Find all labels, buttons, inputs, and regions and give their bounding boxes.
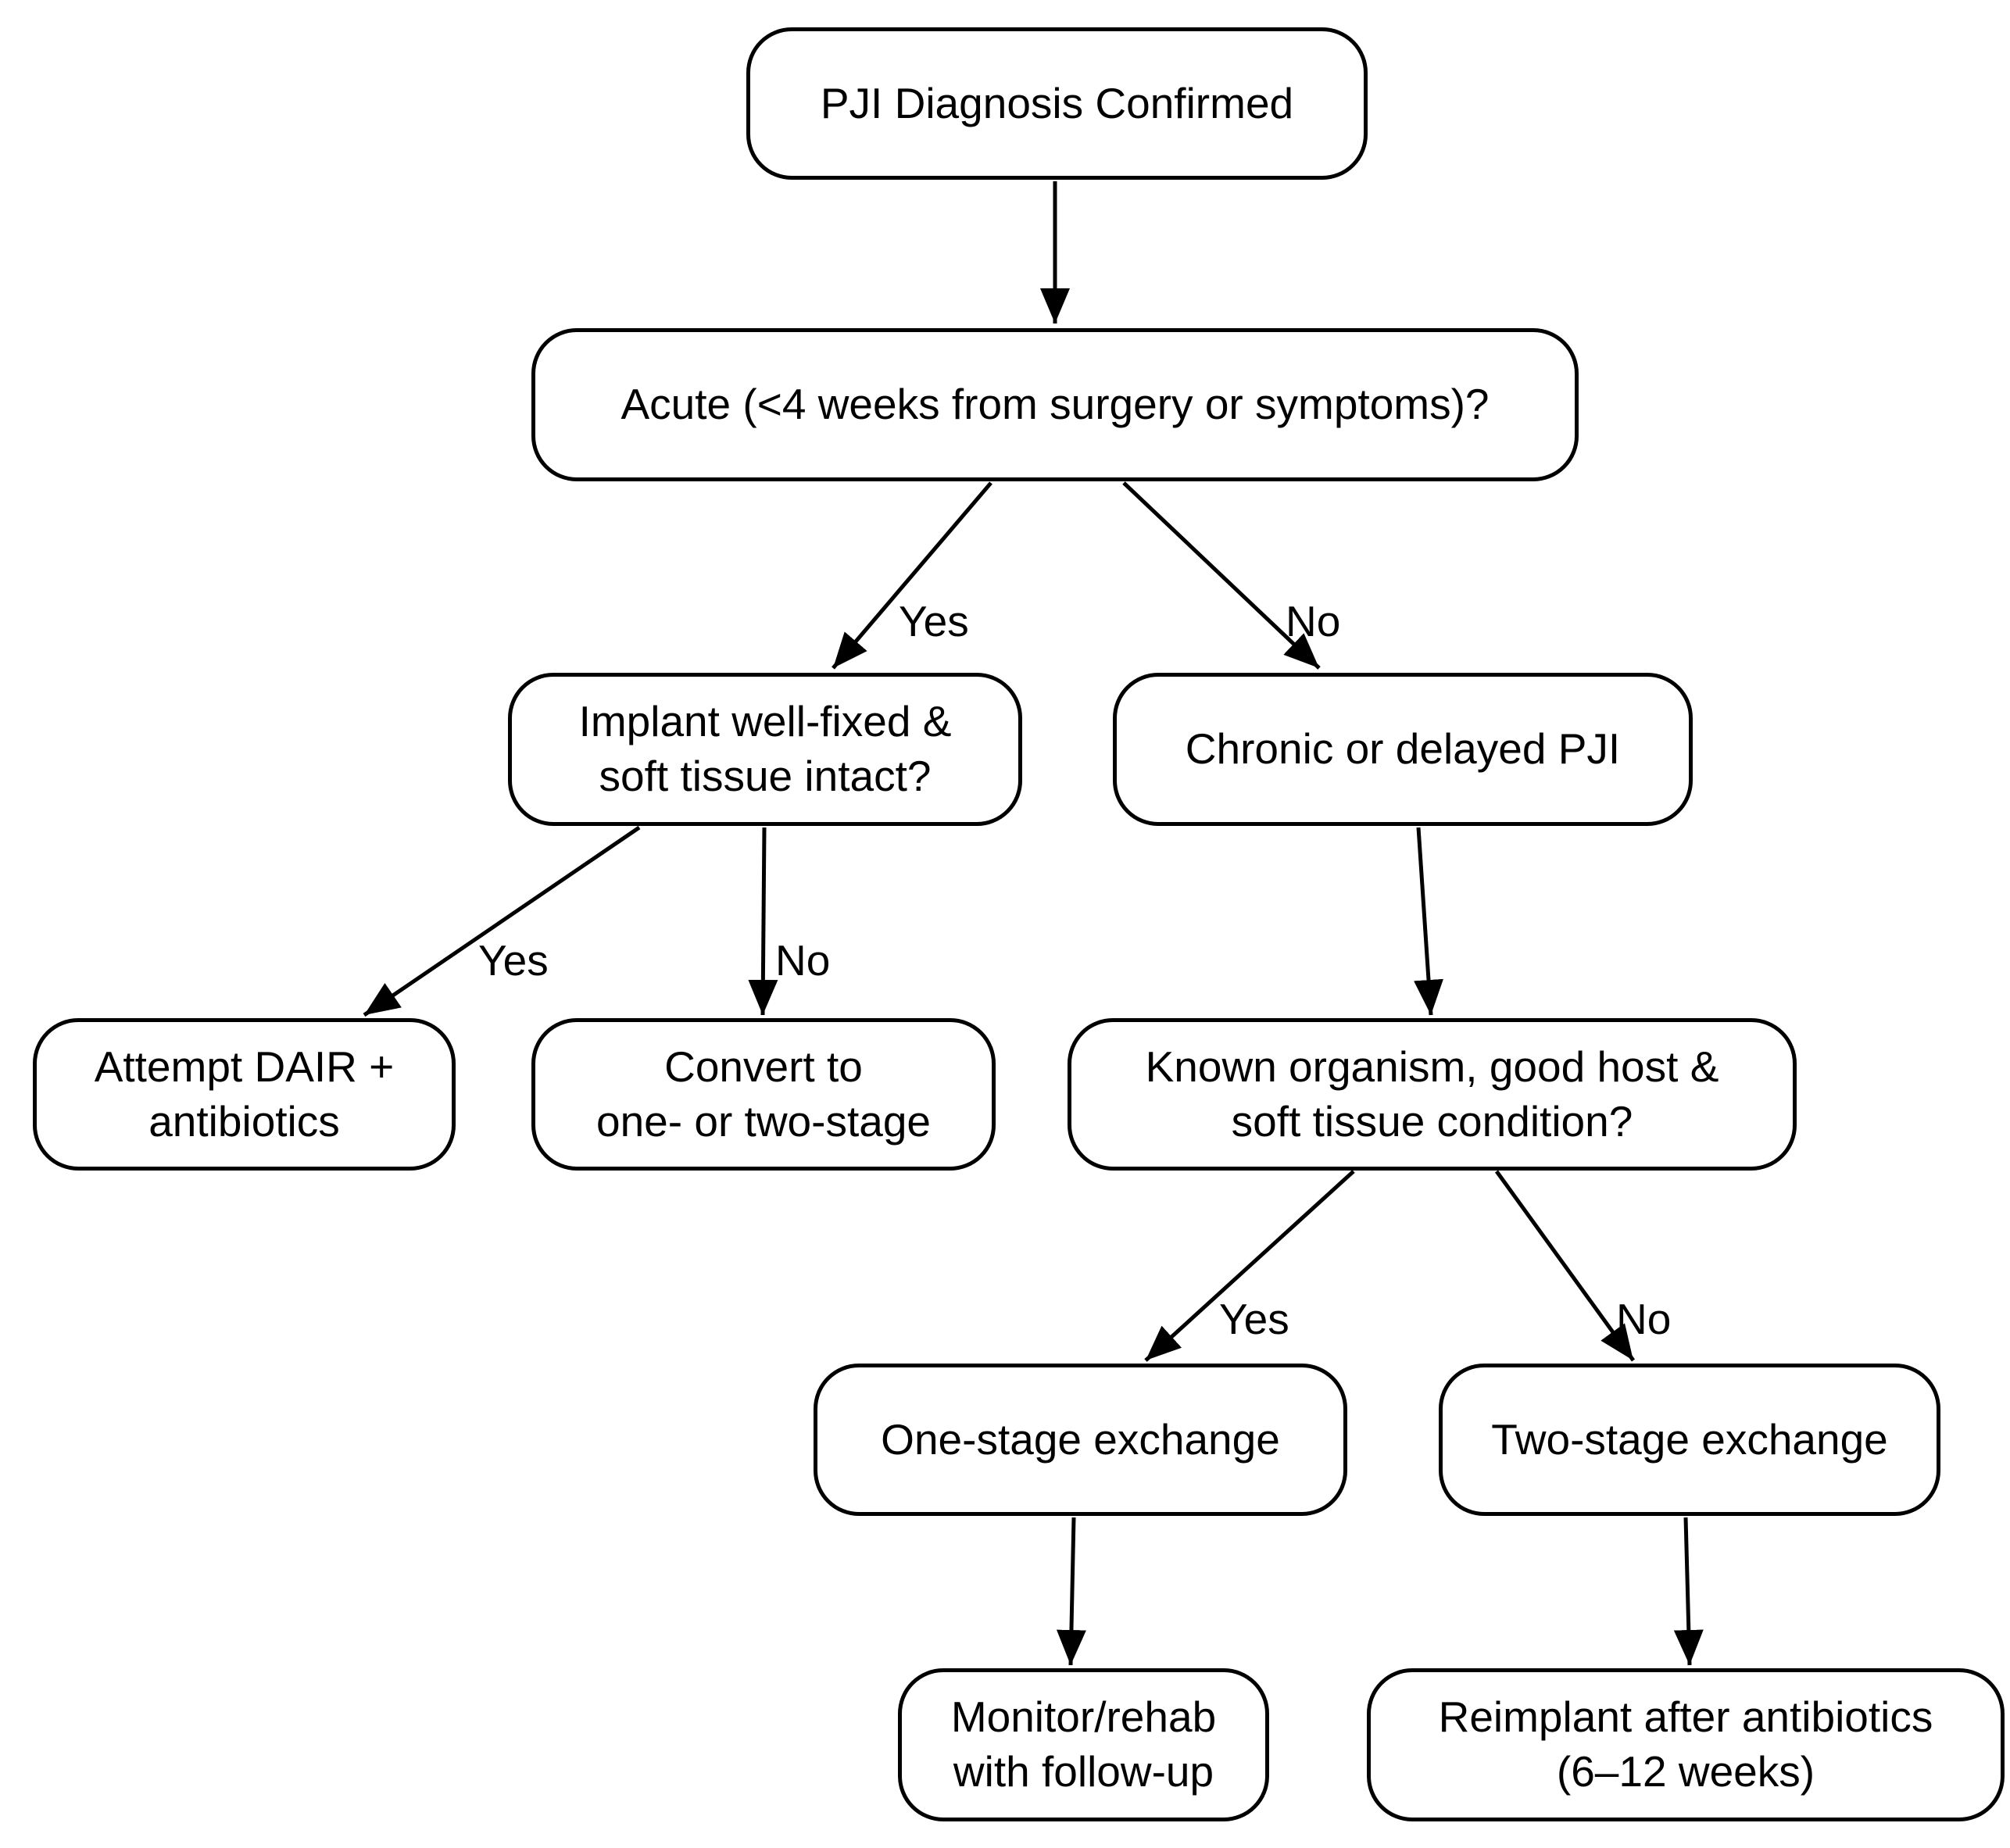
edge-known-yes-to-one-stage (1144, 1170, 1355, 1362)
edge-label-known-yes: Yes (1219, 1295, 1289, 1343)
node-monitor-rehab-follow-up: Monitor/rehab with follow-up (898, 1668, 1269, 1821)
edge-implant-yes-to-dair (363, 825, 641, 1017)
node-acute-question: Acute (<4 weeks from surgery or symptoms… (531, 328, 1579, 481)
edge-implant-no-to-convert (748, 827, 778, 1016)
edge-label-known-no: No (1616, 1295, 1672, 1343)
node-attempt-dair-antibiotics: Attempt DAIR + antibiotics (33, 1018, 456, 1171)
node-reimplant-after-antibiotics: Reimplant after antibiotics (6–12 weeks) (1367, 1668, 2005, 1821)
node-pji-diagnosis-confirmed: PJI Diagnosis Confirmed (746, 27, 1368, 180)
edge-label-implant-yes: Yes (478, 936, 549, 985)
edge-one-stage-to-monitor (1056, 1517, 1086, 1666)
edge-label-implant-no: No (775, 936, 831, 985)
edge-label-acute-no: No (1286, 597, 1341, 645)
edge-acute-no-to-chronic (1122, 481, 1321, 670)
edge-known-no-to-two-stage (1494, 1170, 1636, 1362)
node-convert-one-or-two-stage: Convert to one- or two-stage (531, 1018, 996, 1171)
node-two-stage-exchange: Two-stage exchange (1439, 1364, 1940, 1516)
node-one-stage-exchange: One-stage exchange (814, 1364, 1347, 1516)
node-chronic-or-delayed-pji: Chronic or delayed PJI (1113, 673, 1693, 826)
node-implant-well-fixed-question: Implant well-fixed & soft tissue intact? (508, 673, 1022, 826)
edge-chronic-to-known-organism (1414, 827, 1443, 1016)
edge-two-stage-to-reimplant (1673, 1517, 1704, 1666)
edge-acute-yes-to-implant (832, 481, 992, 670)
node-known-organism-question: Known organism, good host & soft tissue … (1068, 1018, 1797, 1171)
edge-label-acute-yes: Yes (899, 597, 969, 645)
